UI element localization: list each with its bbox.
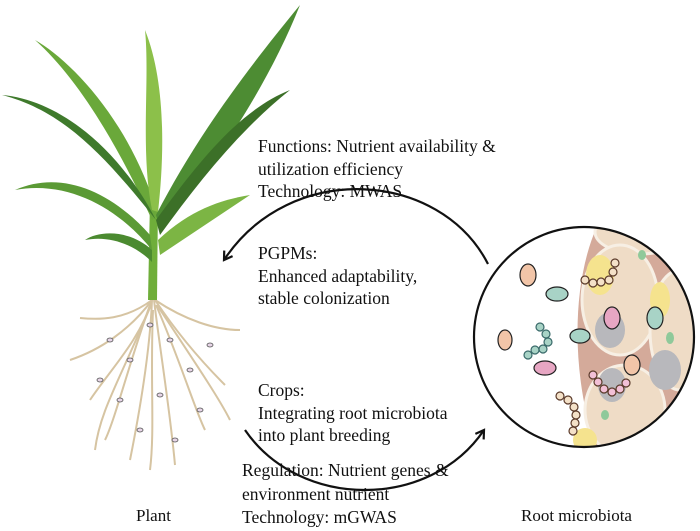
pgpms-line: stable colonization	[258, 288, 390, 308]
pgpms-line: Enhanced adaptability,	[258, 265, 418, 286]
root-microbiota-label: Root microbiota	[521, 506, 632, 525]
regulation-text: Regulation: Nutrient genes & environment…	[242, 459, 449, 530]
crops-heading: Crops:	[258, 380, 305, 400]
plant-stem	[148, 200, 158, 300]
technology-mgwas-line: Technology: mGWAS	[242, 507, 397, 527]
microbiota-circle-border	[472, 225, 696, 449]
crops-line: Integrating root microbiota	[258, 402, 448, 423]
root-microbiota-illustration	[474, 227, 694, 447]
arrow-plant-to-microbiota	[244, 428, 486, 492]
plant-label: Plant	[136, 506, 171, 525]
root-bacteria	[96, 322, 214, 443]
pgpms-text: PGPMs: Enhanced adaptability, stable col…	[258, 242, 417, 310]
plant-roots	[69, 299, 241, 471]
crops-line: into plant breeding	[258, 425, 391, 445]
cocci-chains	[523, 258, 631, 436]
technology-mwas-line: Technology: MWAS	[258, 181, 403, 201]
regulation-line: Regulation: Nutrient genes &	[242, 460, 449, 480]
functions-line: Functions: Nutrient availability &	[258, 136, 496, 156]
plant-illustration	[2, 5, 300, 471]
crops-text: Crops: Integrating root microbiota into …	[258, 379, 448, 447]
regulation-line: environment nutrient	[242, 483, 390, 504]
arrow-microbiota-to-plant	[222, 188, 489, 265]
bacteria	[497, 263, 664, 376]
plant-leaves	[2, 5, 300, 262]
pgpms-heading: PGPMs:	[258, 243, 318, 263]
functions-line: utilization efficiency	[258, 158, 403, 179]
functions-text: Functions: Nutrient availability & utili…	[258, 135, 496, 203]
